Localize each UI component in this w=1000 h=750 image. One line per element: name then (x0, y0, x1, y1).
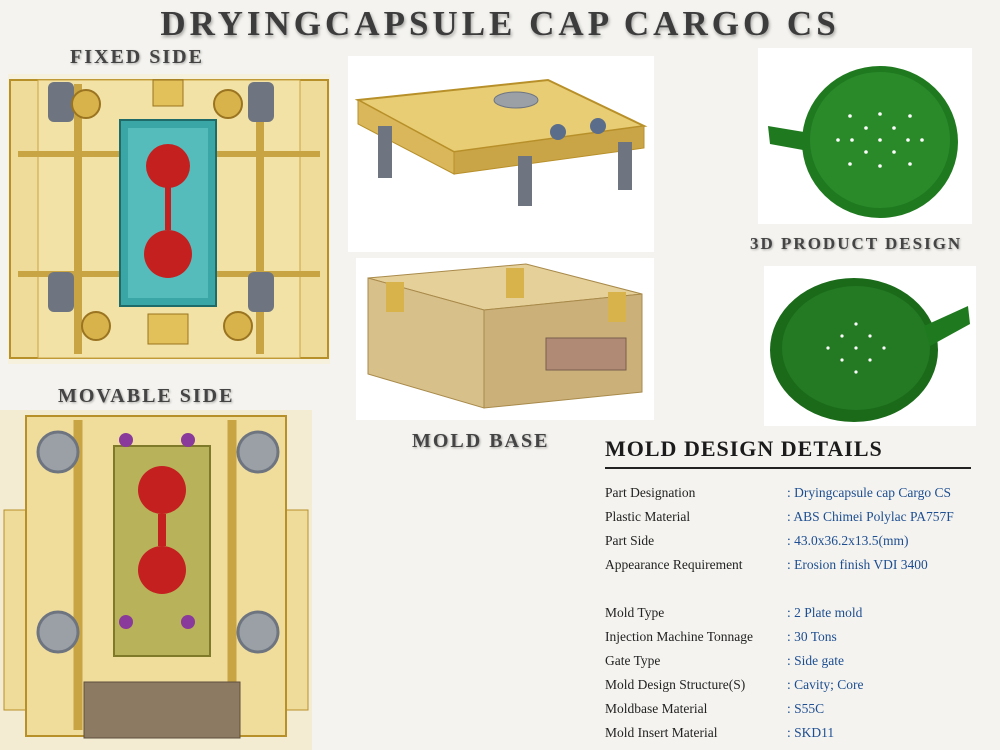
detail-key: Gate Type (605, 653, 661, 668)
detail-value: : S55C (787, 701, 825, 716)
movable-side-image (0, 410, 312, 750)
fixed-side-image (8, 74, 330, 364)
detail-key: Part Side (605, 533, 655, 548)
details-heading: MOLD DESIGN DETAILS (605, 436, 883, 461)
mold-base-bottom-image (356, 258, 654, 420)
detail-key: Moldbase Material (605, 701, 708, 716)
detail-key: Mold Design Structure(S) (605, 677, 746, 692)
detail-value: : SKD11 (787, 725, 835, 740)
product-bottom-image (764, 266, 976, 426)
detail-key: Mold Insert Material (605, 725, 718, 740)
detail-value: : Erosion finish VDI 3400 (787, 557, 928, 572)
detail-key: Injection Machine Tonnage (605, 629, 754, 644)
product-design-label: 3D PRODUCT DESIGN (750, 234, 963, 253)
movable-side-label: MOVABLE SIDE (58, 385, 235, 407)
detail-value: : Dryingcapsule cap Cargo CS (787, 485, 951, 500)
detail-key: Appearance Requirement (605, 557, 743, 572)
detail-value: : Side gate (787, 653, 844, 668)
fixed-side-label: FIXED SIDE (70, 46, 204, 68)
mold-base-label: MOLD BASE (412, 430, 550, 452)
detail-value: : Cavity; Core (787, 677, 864, 692)
page-title: DRYINGCAPSULE CAP CARGO CS (160, 4, 840, 43)
detail-value: : 30 Tons (787, 629, 837, 644)
detail-value: : ABS Chimei Polylac PA757F (787, 509, 954, 524)
mold-base-top-image (348, 56, 654, 252)
detail-key: Part Designation (605, 485, 696, 500)
details-divider (605, 467, 971, 469)
detail-key: Mold Type (605, 605, 665, 620)
product-top-image (758, 48, 972, 224)
detail-value: : 43.0x36.2x13.5(mm) (787, 533, 909, 548)
detail-value: : 2 Plate mold (787, 605, 863, 620)
detail-key: Plastic Material (605, 509, 691, 524)
